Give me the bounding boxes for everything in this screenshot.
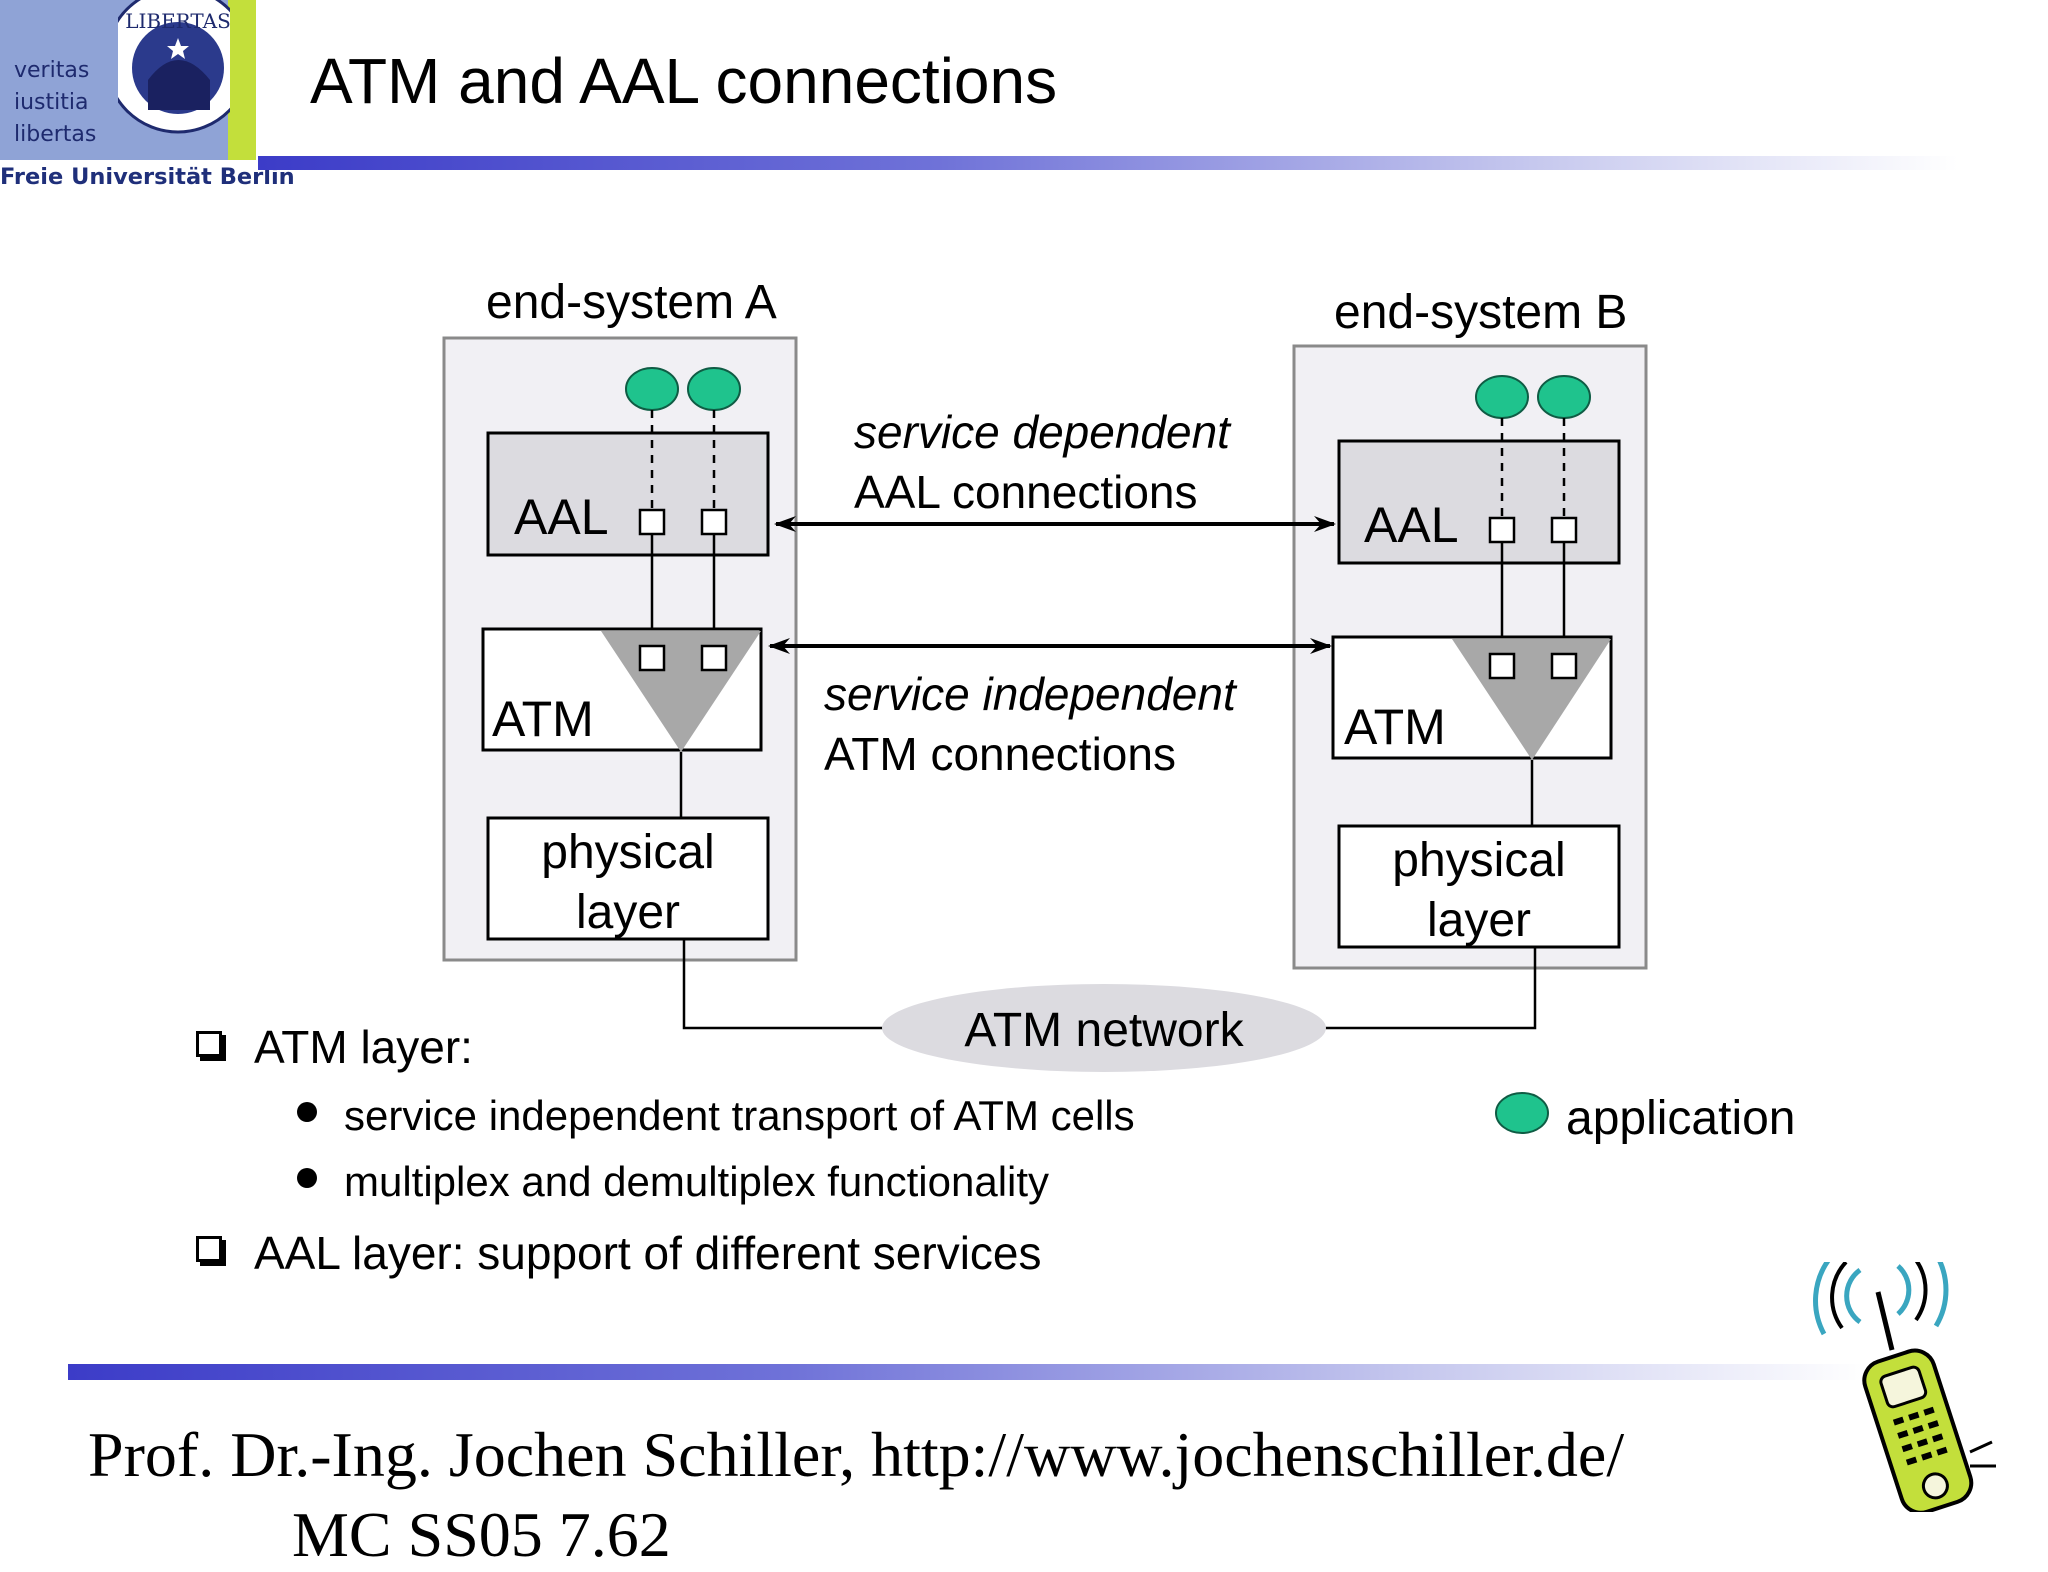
- university-seal-icon: LIBERTAS: [118, 0, 230, 134]
- sub-bullet-item: service independent transport of ATM cel…: [344, 1092, 1135, 1139]
- end-system-a-label: end-system A: [486, 276, 777, 329]
- aal-label-b: AAL: [1364, 497, 1459, 553]
- physical-layer-box-b: [1337, 824, 1621, 949]
- atm-sap-square: [638, 644, 666, 672]
- end-system-b: end-system B AAL ATM physical layer: [1292, 286, 1648, 970]
- bullet-dot-icon: [297, 1102, 317, 1122]
- physical-layer-box-a: [486, 816, 770, 941]
- application-icon: [1537, 375, 1591, 419]
- physical-label-a: layer: [576, 886, 680, 939]
- physical-link-b: [1320, 948, 1537, 1030]
- footer-divider-bar: [68, 1364, 1868, 1380]
- slide-title: ATM and AAL connections: [310, 45, 1058, 117]
- application-legend-label: application: [1566, 1092, 1796, 1145]
- slide: LIBERTAS veritas iustitia libertas Freie…: [0, 0, 1996, 1570]
- physical-link-a: [682, 940, 892, 1030]
- logo-motto-line: veritas: [14, 58, 90, 83]
- aal-sap-square: [700, 508, 728, 536]
- aal-sap-square: [1488, 516, 1516, 544]
- atm-label-b: ATM: [1344, 699, 1446, 755]
- physical-label-b: physical: [1392, 834, 1565, 887]
- aal-sap-square: [638, 508, 666, 536]
- application-icon: [625, 367, 679, 411]
- bullet-dot-icon: [297, 1168, 317, 1188]
- logo-accent-stripe: [228, 0, 256, 160]
- atm-sap-square: [700, 644, 728, 672]
- aal-connection-label: service dependent: [854, 406, 1232, 458]
- application-icon: [1475, 375, 1529, 419]
- logo-motto-line: libertas: [14, 122, 97, 147]
- aal-sap-square: [1550, 516, 1578, 544]
- atm-network-label: ATM network: [964, 1004, 1244, 1057]
- header-divider-bar: [258, 156, 1958, 170]
- seal-text: LIBERTAS: [125, 9, 230, 33]
- atm-connection-label: service independent: [824, 668, 1238, 720]
- atm-label-a: ATM: [492, 691, 594, 747]
- application-legend-icon: [1495, 1092, 1549, 1134]
- bullet-item: AAL layer: support of different services: [254, 1227, 1042, 1279]
- footer-author: Prof. Dr.-Ing. Jochen Schiller, http://w…: [88, 1419, 1625, 1490]
- physical-label-a: physical: [541, 826, 714, 879]
- footer-course-page: MC SS05 7.62: [292, 1499, 671, 1570]
- application-icon: [687, 367, 741, 411]
- bullet-item: ATM layer:: [254, 1021, 473, 1073]
- atm-network-cloud: [882, 984, 1326, 1072]
- aal-label-a: AAL: [514, 489, 609, 545]
- atm-sap-square: [1550, 652, 1578, 680]
- atm-connection-label: ATM connections: [824, 728, 1176, 780]
- bullet-square-icon: [196, 1031, 222, 1057]
- end-system-b-label: end-system B: [1334, 286, 1627, 339]
- atm-aal-diagram: end-system A AAL ATM physical layer end-…: [442, 276, 1796, 1145]
- bullet-square-icon: [196, 1236, 222, 1262]
- physical-label-b: layer: [1427, 894, 1531, 947]
- sub-bullet-item: multiplex and demultiplex functionality: [344, 1158, 1050, 1205]
- logo-motto-line: iustitia: [14, 90, 89, 115]
- aal-connection-label: AAL connections: [854, 466, 1198, 518]
- atm-sap-square: [1488, 652, 1516, 680]
- end-system-a: end-system A AAL ATM physical layer: [442, 276, 798, 962]
- university-name: Freie Universität Berlin: [0, 164, 295, 190]
- mobile-phone-icon: [1813, 1262, 1996, 1512]
